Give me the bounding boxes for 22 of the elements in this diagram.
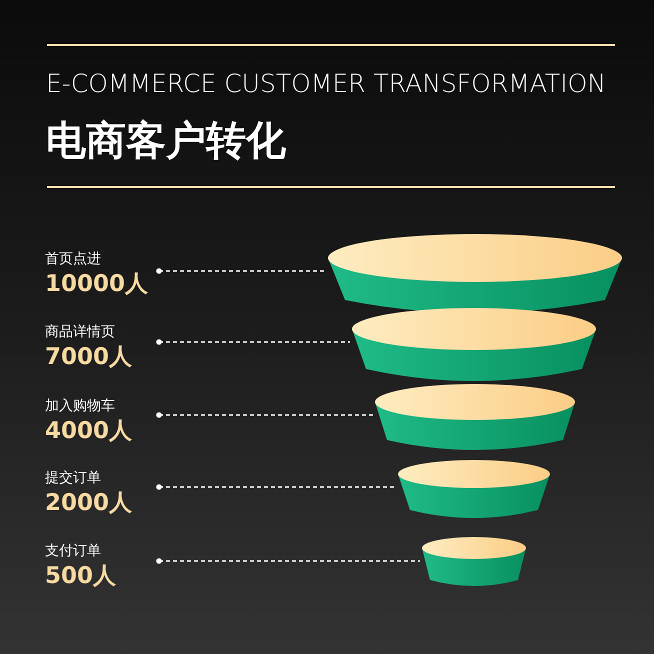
leader-line: [156, 412, 373, 418]
visitor-count: 500人: [45, 562, 118, 590]
stage-name: 商品详情页: [45, 323, 116, 341]
visitor-count: 10000人: [45, 270, 150, 298]
stage-name: 首页点进: [45, 250, 102, 268]
subtitle: E-COMMERCE CUSTOMER TRANSFORMATION: [46, 68, 606, 100]
leader-line: [156, 484, 396, 490]
title: 电商客户转化: [46, 117, 286, 166]
bowl-segment: [352, 308, 596, 381]
stage-name: 支付订单: [45, 542, 102, 560]
visitor-count: 4000人: [45, 417, 134, 445]
leader-line: [156, 268, 326, 274]
leader-line: [156, 558, 420, 564]
visitor-count: 2000人: [45, 489, 134, 517]
stage-name: 提交订单: [45, 469, 102, 487]
bowl-segment: [375, 384, 575, 450]
leader-line: [156, 339, 350, 345]
stage-name: 加入购物车: [45, 397, 116, 415]
bowl-segment: [398, 460, 550, 518]
bowl-segment: [328, 234, 622, 313]
bowl-segment: [422, 537, 526, 586]
visitor-count: 7000人: [45, 343, 134, 371]
